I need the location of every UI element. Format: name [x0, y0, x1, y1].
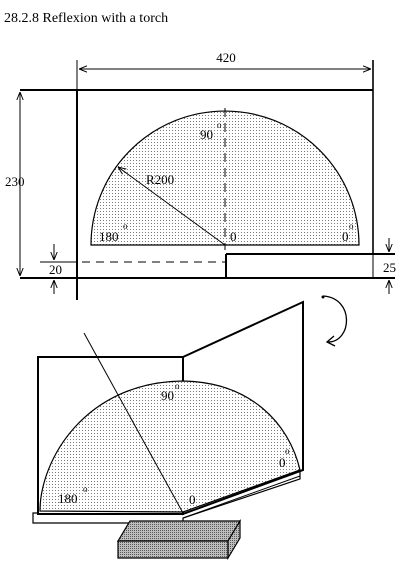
angle-180-degree: o	[123, 221, 128, 231]
persp-angle-90-degree: o	[175, 381, 180, 391]
persp-angle-180-degree: o	[83, 484, 88, 494]
angle-0-edge-degree: o	[349, 221, 354, 231]
mirror-bottom-strip	[182, 475, 301, 519]
persp-angle-0-edge-label: 0	[279, 455, 286, 470]
dim-230-label: 230	[5, 174, 25, 189]
rotation-arrow-icon	[321, 295, 348, 347]
top-view: 420 230 20 25 R200 90 o 180 o 0 0 o	[5, 50, 396, 300]
persp-angle-0-center-label: 0	[189, 492, 196, 507]
persp-angle-0-edge-degree: o	[285, 446, 290, 456]
persp-angle-180-label: 180	[58, 491, 78, 506]
page-title: 28.2.8 Reflexion with a torch	[4, 11, 168, 26]
angle-90-label: 90	[200, 127, 213, 142]
angle-90-degree: o	[217, 120, 222, 130]
persp-angle-90-label: 90	[161, 388, 174, 403]
angle-0-edge-label: 0	[342, 229, 349, 244]
perspective-protractor	[39, 380, 301, 513]
dim-420-label: 420	[216, 50, 236, 65]
dim-25-label: 25	[383, 260, 396, 275]
torch-beam-line	[83, 332, 184, 514]
angle-180-label: 180	[99, 229, 119, 244]
protractor-semicircle	[90, 110, 360, 246]
radius-label: R200	[146, 172, 174, 187]
radius-line	[118, 167, 226, 246]
angle-0-center-label: 0	[230, 229, 237, 244]
perspective-view: 90 o 180 o 0 0 o	[32, 300, 304, 561]
torch-block	[116, 518, 242, 561]
dim-20-label: 20	[49, 262, 62, 277]
